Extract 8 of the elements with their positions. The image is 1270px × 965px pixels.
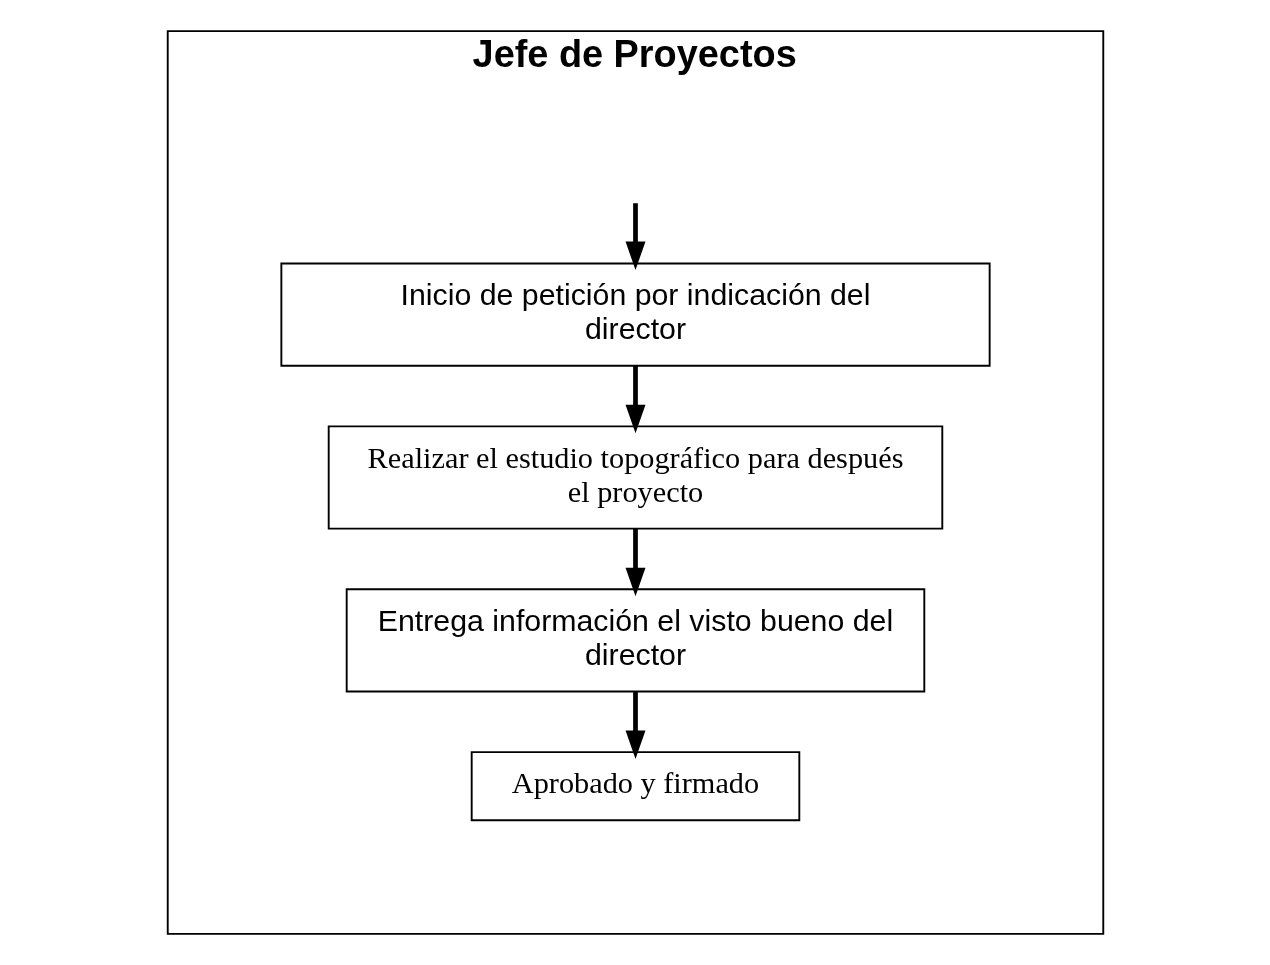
arrow <box>625 203 645 271</box>
node-box: Realizar el estudio topográfico para después el proyecto <box>327 425 943 530</box>
node-box: Aprobado y firmado <box>470 751 800 822</box>
arrow <box>625 528 645 597</box>
arrow <box>625 366 645 434</box>
node-box: Entrega información el visto bueno del director <box>345 588 925 693</box>
node-box: Inicio de petición por indicación del director <box>279 262 991 367</box>
arrow <box>625 691 645 759</box>
